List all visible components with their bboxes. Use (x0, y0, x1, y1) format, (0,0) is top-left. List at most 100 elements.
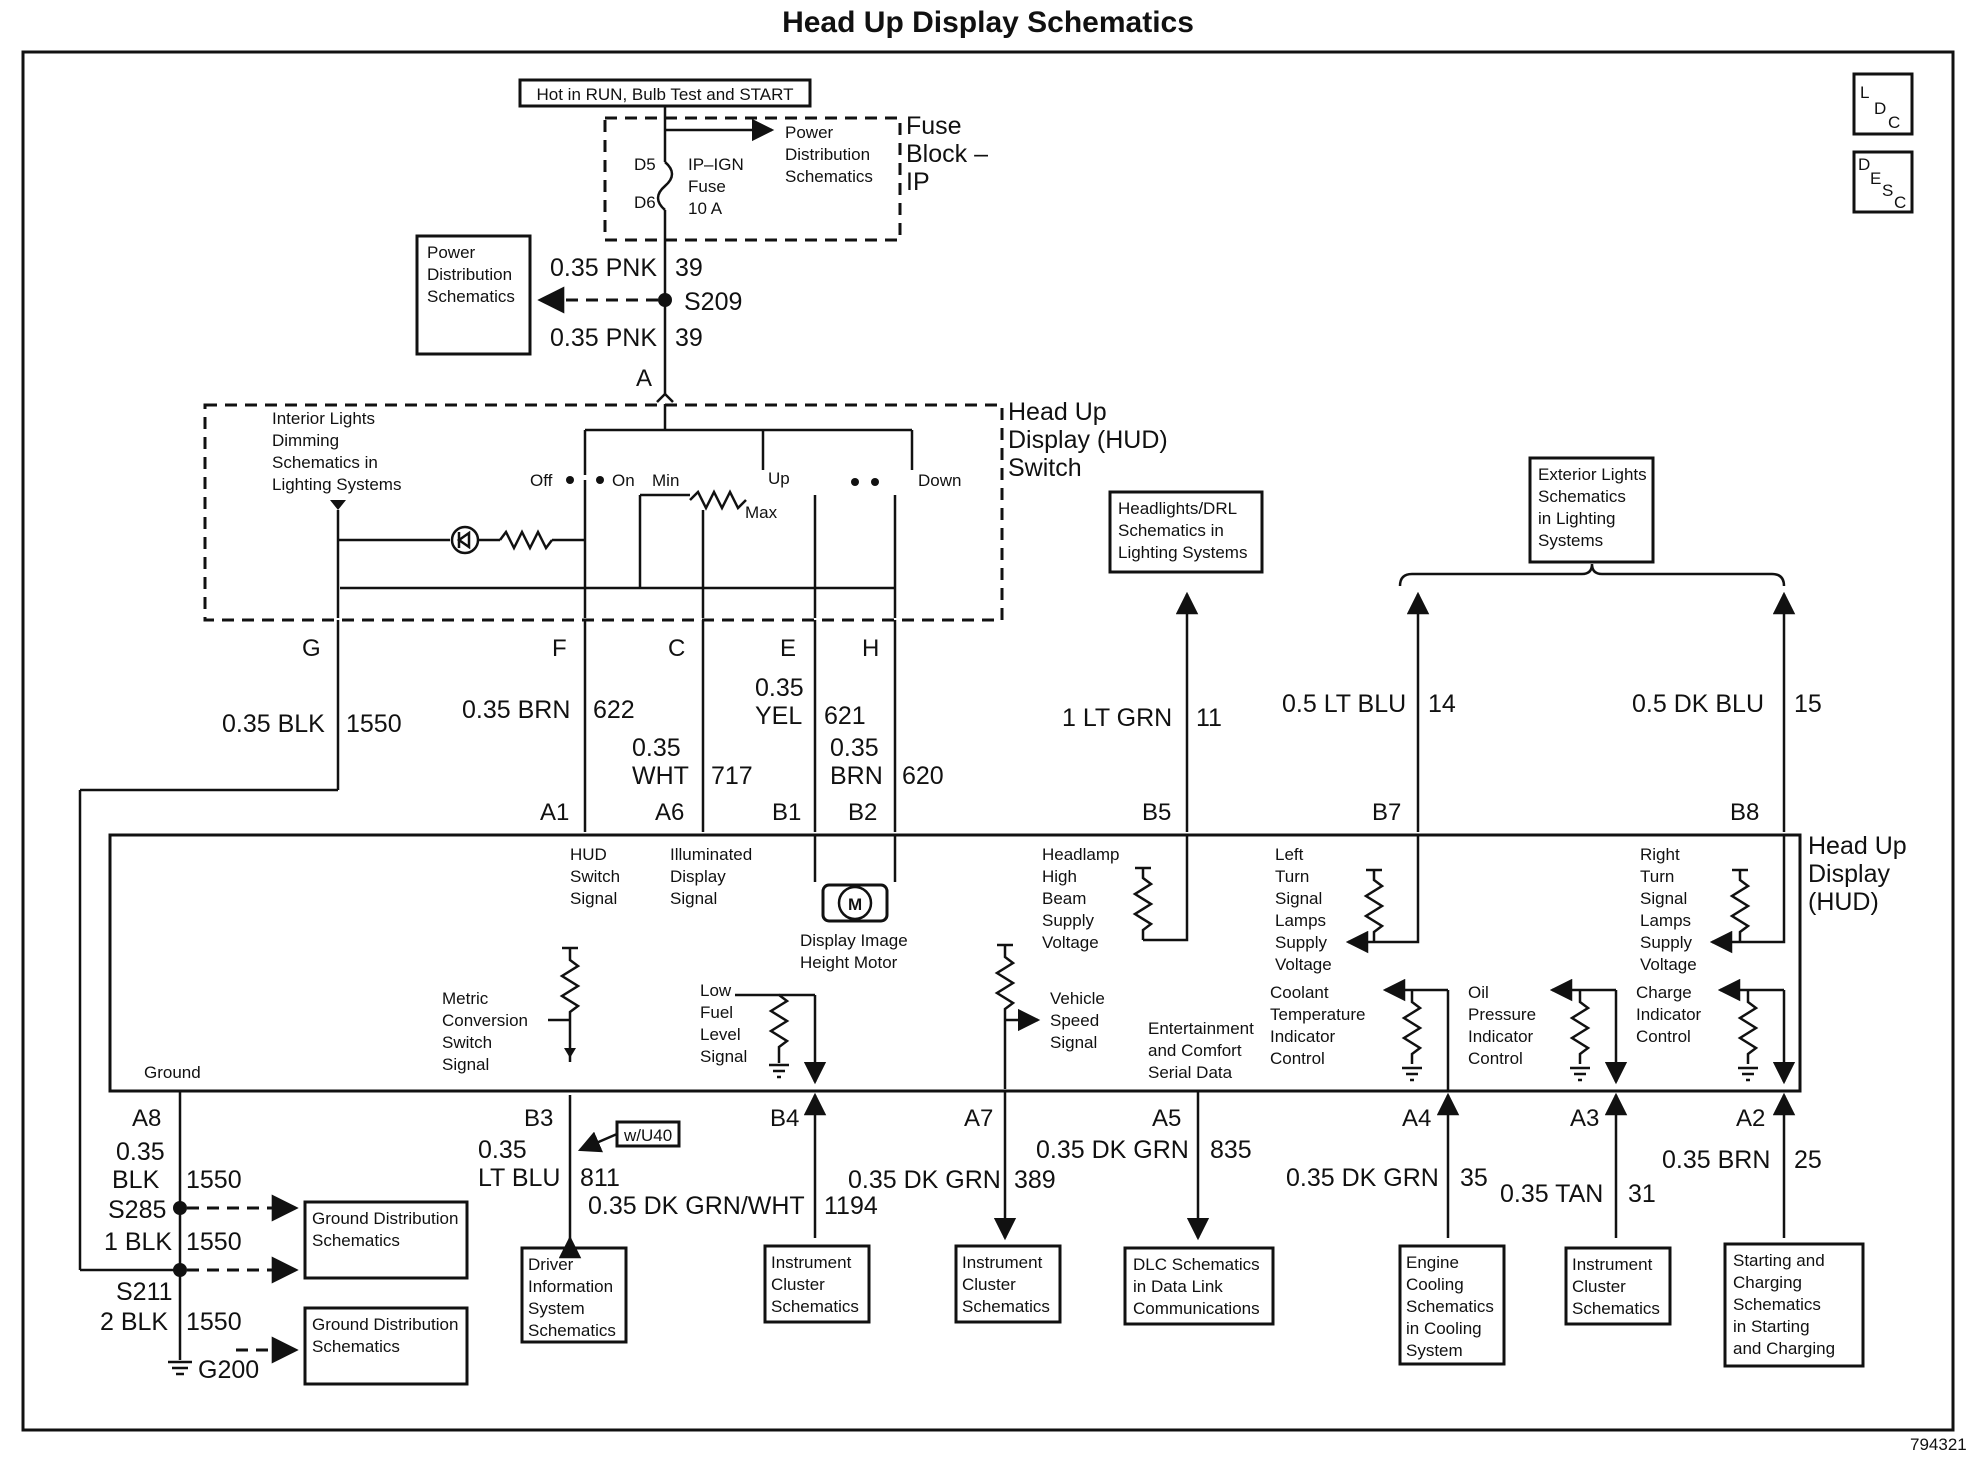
svg-text:Schematics: Schematics (427, 287, 515, 306)
hot-label: Hot in RUN, Bulb Test and START (537, 85, 794, 104)
svg-text:Conversion: Conversion (442, 1011, 528, 1030)
svg-text:A6: A6 (655, 799, 684, 826)
headlights-box (1108, 490, 1264, 574)
svg-text:System: System (528, 1299, 585, 1318)
svg-text:Distribution: Distribution (427, 265, 512, 284)
svg-text:Min: Min (652, 471, 679, 490)
svg-text:Switch: Switch (442, 1033, 492, 1052)
svg-text:11: 11 (1196, 704, 1222, 732)
svg-text:Indicator: Indicator (1468, 1027, 1534, 1046)
svg-text:0.35: 0.35 (755, 674, 804, 702)
svg-text:M: M (848, 895, 862, 914)
svg-text:B7: B7 (1372, 799, 1401, 826)
svg-text:Temperature: Temperature (1270, 1005, 1365, 1024)
svg-text:DLC Schematics: DLC Schematics (1133, 1255, 1260, 1274)
svg-text:Ground Distribution: Ground Distribution (312, 1209, 458, 1228)
svg-text:Illuminated: Illuminated (670, 845, 752, 864)
svg-text:Driver: Driver (528, 1255, 574, 1274)
svg-text:Coolant: Coolant (1270, 983, 1329, 1002)
g200-ground-symbol (168, 1360, 192, 1376)
svg-text:Control: Control (1468, 1049, 1523, 1068)
svg-text:39: 39 (675, 254, 703, 282)
svg-text:1 LT GRN: 1 LT GRN (1062, 704, 1172, 732)
s209-splice: S209 0.35 PNK 39 0.35 PNK 39 Power Distr… (415, 210, 742, 403)
s285-dot (173, 1201, 187, 1215)
svg-text:Down: Down (918, 471, 961, 490)
svg-text:and Charging: and Charging (1733, 1339, 1835, 1358)
svg-text:Pressure: Pressure (1468, 1005, 1536, 1024)
ground-chain: 0.35 BLK 1550 S285 1 BLK 1550 S211 2 BLK… (80, 1091, 469, 1386)
svg-text:0.35: 0.35 (830, 734, 879, 762)
power-distribution-box (415, 234, 532, 356)
resistor-symbol (499, 529, 553, 551)
svg-text:Power: Power (785, 123, 834, 142)
svg-text:620: 620 (902, 762, 944, 790)
svg-text:F: F (552, 635, 567, 662)
svg-text:Switch: Switch (1008, 454, 1082, 482)
svg-text:Voltage: Voltage (1042, 933, 1099, 952)
svg-text:Max: Max (745, 503, 778, 522)
svg-text:Supply: Supply (1275, 933, 1327, 952)
instrument-cluster-box-3 (1564, 1246, 1672, 1326)
svg-text:2 BLK: 2 BLK (100, 1308, 168, 1336)
svg-text:D: D (1858, 155, 1870, 174)
svg-text:Headlights/DRL: Headlights/DRL (1118, 499, 1237, 518)
svg-text:WHT: WHT (632, 762, 689, 790)
svg-text:YEL: YEL (755, 702, 802, 730)
svg-text:389: 389 (1014, 1166, 1056, 1194)
svg-text:S285: S285 (108, 1196, 166, 1224)
hud-switch: Head Up Display (HUD) Switch Interior Li… (203, 398, 1168, 662)
svg-text:Right: Right (1640, 845, 1680, 864)
svg-text:0.35 PNK: 0.35 PNK (550, 324, 657, 352)
svg-text:A5: A5 (1152, 1105, 1181, 1132)
hud-module-outline (108, 833, 1802, 1093)
svg-text:High: High (1042, 867, 1077, 886)
svg-text:Head Up: Head Up (1008, 398, 1107, 426)
svg-text:Schematics: Schematics (962, 1297, 1050, 1316)
mid-wires: 0.35 BLK 1550 0.35 BRN 622 0.35 WHT 717 … (78, 591, 1822, 1270)
svg-text:B2: B2 (848, 799, 877, 826)
svg-text:A2: A2 (1736, 1105, 1765, 1132)
svg-text:(HUD): (HUD) (1808, 888, 1879, 916)
svg-text:Schematics in: Schematics in (272, 453, 378, 472)
svg-text:and Comfort: and Comfort (1148, 1041, 1242, 1060)
svg-text:Ground: Ground (144, 1063, 201, 1082)
svg-text:S: S (1882, 181, 1893, 200)
svg-text:Signal: Signal (1050, 1033, 1097, 1052)
svg-text:E: E (1870, 169, 1881, 188)
svg-text:Display (HUD): Display (HUD) (1008, 426, 1168, 454)
svg-text:Schematics: Schematics (1572, 1299, 1660, 1318)
svg-text:in Data Link: in Data Link (1133, 1277, 1223, 1296)
s209-dot (658, 293, 672, 307)
svg-text:B1: B1 (772, 799, 801, 826)
svg-text:Schematics: Schematics (312, 1231, 400, 1250)
svg-text:A3: A3 (1570, 1105, 1599, 1132)
svg-text:C: C (1894, 193, 1906, 212)
motor-symbol (821, 883, 889, 923)
svg-text:Voltage: Voltage (1640, 955, 1697, 974)
instrument-cluster-box-1 (763, 1244, 871, 1324)
svg-text:Schematics in: Schematics in (1118, 521, 1224, 540)
ground-distribution-box-1 (303, 1200, 469, 1280)
svg-text:Display: Display (670, 867, 726, 886)
svg-text:Exterior Lights: Exterior Lights (1538, 465, 1647, 484)
svg-text:D5: D5 (634, 155, 656, 174)
svg-text:35: 35 (1460, 1164, 1488, 1192)
svg-text:0.35 BLK: 0.35 BLK (222, 710, 325, 738)
svg-text:1550: 1550 (186, 1228, 242, 1256)
hot-label-box (518, 78, 812, 108)
hud-module: Head Up Display (HUD) A1 A6 B1 B2 B5 B7 … (108, 799, 1907, 1132)
svg-text:835: 835 (1210, 1136, 1252, 1164)
svg-text:A4: A4 (1402, 1105, 1431, 1132)
svg-text:0.35 DK GRN: 0.35 DK GRN (1036, 1136, 1189, 1164)
svg-text:Display Image: Display Image (800, 931, 908, 950)
svg-text:717: 717 (711, 762, 753, 790)
svg-text:Head Up: Head Up (1808, 832, 1907, 860)
option-box (615, 1120, 681, 1148)
svg-text:S211: S211 (116, 1278, 173, 1306)
svg-text:Fuse: Fuse (906, 112, 962, 140)
svg-text:Information: Information (528, 1277, 613, 1296)
svg-text:Lighting Systems: Lighting Systems (272, 475, 401, 494)
svg-text:IP–IGN: IP–IGN (688, 155, 744, 174)
svg-text:Level: Level (700, 1025, 741, 1044)
